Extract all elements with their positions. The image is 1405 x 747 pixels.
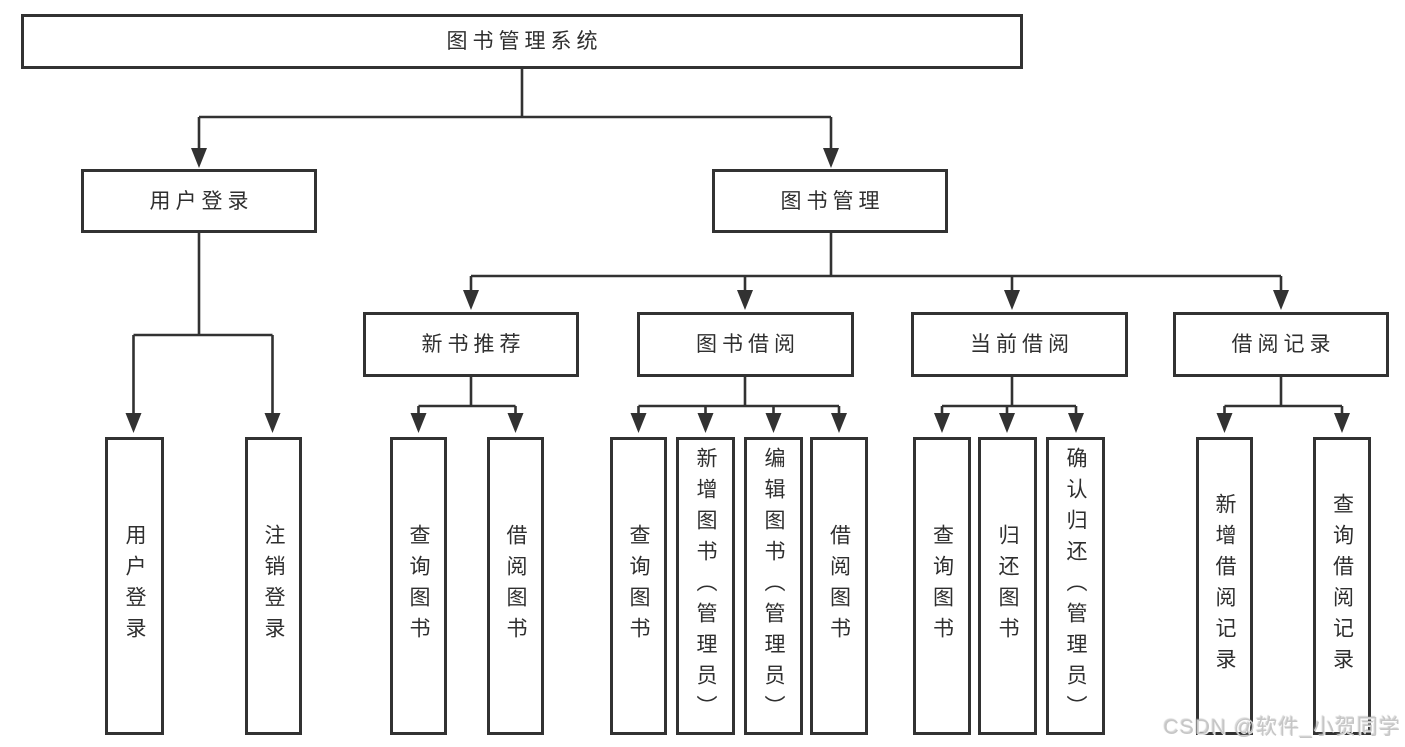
node-add-borrow-record-label: 新增借阅记录: [1213, 493, 1236, 679]
node-query-books-2-label: 查询图书: [627, 524, 650, 648]
node-borrow-books-1: 借阅图书: [487, 437, 544, 735]
node-user-login-leaf-label: 用户登录: [123, 524, 146, 648]
node-logout-leaf-label: 注销登录: [262, 524, 285, 648]
node-return-books: 归还图书: [978, 437, 1037, 735]
node-user-login: 用户登录: [81, 169, 317, 233]
node-query-books-3: 查询图书: [913, 437, 971, 735]
node-new-book-rec: 新书推荐: [363, 312, 579, 377]
node-root-label: 图书管理系统: [446, 30, 603, 53]
node-query-borrow-record: 查询借阅记录: [1313, 437, 1371, 735]
edge-current-borrow-children: [934, 377, 1084, 433]
node-book-mgmt-label: 图书管理: [780, 189, 885, 213]
node-current-borrow: 当前借阅: [911, 312, 1128, 377]
edge-borrow-records-children: [1216, 377, 1350, 433]
node-user-login-label: 用户登录: [149, 189, 254, 213]
node-edit-books-label: 编辑图书（管理员）: [762, 446, 785, 726]
node-borrow-records: 借阅记录: [1173, 312, 1389, 377]
node-borrow-books-2-label: 借阅图书: [827, 524, 851, 648]
node-confirm-return: 确认归还（管理员）: [1046, 437, 1105, 735]
edge-new-book-rec-children: [410, 377, 524, 433]
node-root: 图书管理系统: [21, 14, 1023, 69]
node-query-books-2: 查询图书: [610, 437, 667, 735]
node-query-books-3-label: 查询图书: [930, 524, 954, 648]
node-query-books-1-label: 查询图书: [407, 524, 430, 648]
node-query-borrow-record-label: 查询借阅记录: [1330, 493, 1354, 679]
node-confirm-return-label: 确认归还（管理员）: [1064, 446, 1087, 726]
node-add-books: 新增图书（管理员）: [676, 437, 735, 735]
edge-user-login-children: [125, 233, 281, 433]
node-add-books-label: 新增图书（管理员）: [694, 446, 717, 726]
node-borrow-books-1-label: 借阅图书: [504, 524, 527, 648]
edge-book-mgmt-children: [463, 233, 1289, 310]
node-logout-leaf: 注销登录: [245, 437, 302, 735]
node-book-borrow-label: 图书借阅: [696, 333, 800, 356]
node-book-borrow: 图书借阅: [637, 312, 854, 377]
node-borrow-records-label: 借阅记录: [1231, 333, 1336, 356]
node-current-borrow-label: 当前借阅: [970, 333, 1074, 356]
node-edit-books: 编辑图书（管理员）: [744, 437, 803, 735]
node-borrow-books-2: 借阅图书: [810, 437, 868, 735]
node-return-books-label: 归还图书: [996, 524, 1019, 648]
node-query-books-1: 查询图书: [390, 437, 447, 735]
node-new-book-rec-label: 新书推荐: [421, 333, 526, 356]
node-add-borrow-record: 新增借阅记录: [1196, 437, 1253, 735]
node-book-mgmt: 图书管理: [712, 169, 948, 233]
edge-book-borrow-children: [630, 377, 847, 433]
node-user-login-leaf: 用户登录: [105, 437, 164, 735]
watermark: CSDN @软件_小贺同学: [1163, 716, 1401, 739]
edge-root-children: [191, 69, 839, 168]
